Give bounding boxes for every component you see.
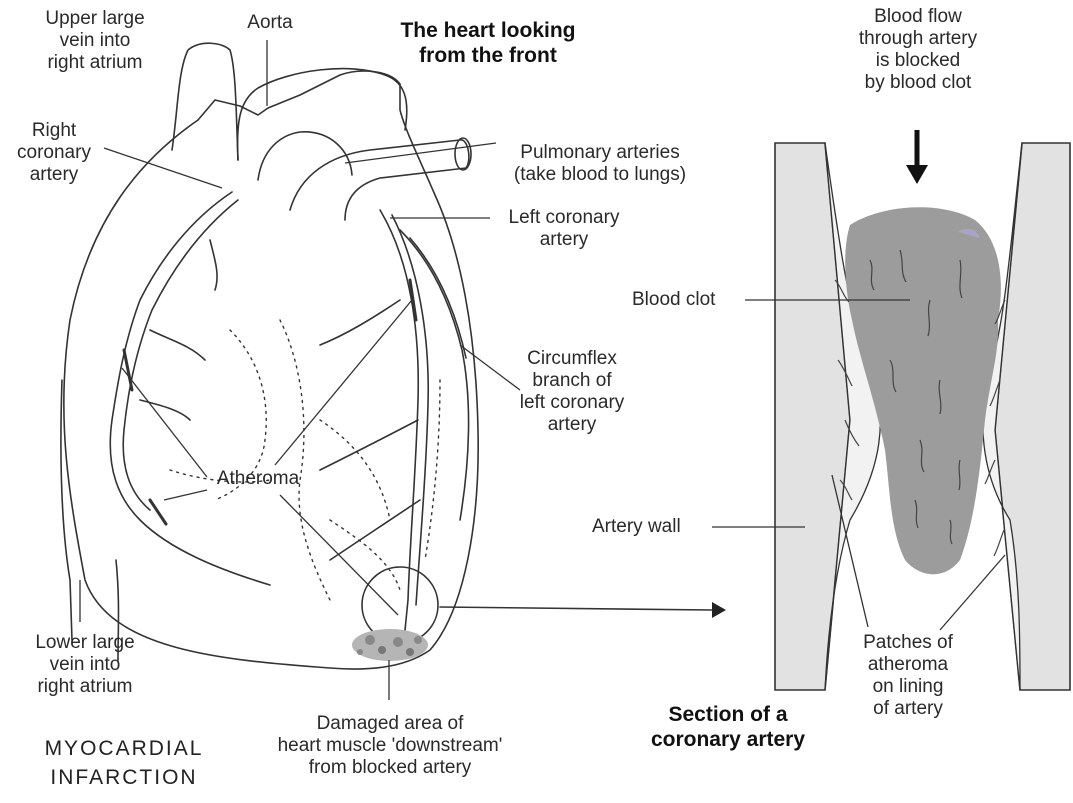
left-artery-wall [775, 143, 850, 690]
aorta-shape [238, 69, 407, 160]
section-title: Section of a coronary artery [618, 702, 838, 752]
blood-flow-label: Blood flow through artery is blocked by … [828, 6, 1008, 94]
pulmonary-artery-shape [290, 140, 469, 220]
blood-clot-label: Blood clot [632, 289, 715, 311]
artery-section [775, 143, 1070, 690]
heart-title: The heart looking from the front [368, 18, 608, 68]
left-coronary-artery [380, 210, 418, 640]
left-coronary-label: Left coronary artery [484, 207, 644, 251]
damaged-area-label: Damaged area of heart muscle 'downstream… [270, 713, 510, 779]
right-coronary-artery [110, 192, 270, 585]
blocked-flow-arrow [906, 165, 928, 184]
pulmonary-label: Pulmonary arteries (take blood to lungs) [480, 142, 720, 186]
upper-vein-label: Upper large vein into right atrium [20, 8, 170, 74]
right-coronary-label: Right coronary artery [4, 120, 104, 186]
lower-vein-shape [61, 380, 72, 640]
condition-label: MYOCARDIAL INFARCTION [24, 734, 224, 792]
lower-vein-label: Lower large vein into right atrium [20, 632, 150, 698]
zoom-arrowhead [712, 602, 726, 618]
patches-label: Patches of atheroma on lining of artery [838, 632, 978, 720]
atheroma-label: Atheroma [198, 468, 318, 490]
circumflex-label: Circumflex branch of left coronary arter… [512, 348, 632, 436]
upper-vein-shape [172, 43, 238, 160]
aorta-label: Aorta [230, 12, 310, 34]
right-artery-wall [995, 143, 1070, 690]
artery-wall-label: Artery wall [592, 516, 681, 538]
heart-outline [64, 71, 478, 669]
damaged-area [352, 629, 428, 661]
zoom-arrow-line [440, 607, 712, 610]
